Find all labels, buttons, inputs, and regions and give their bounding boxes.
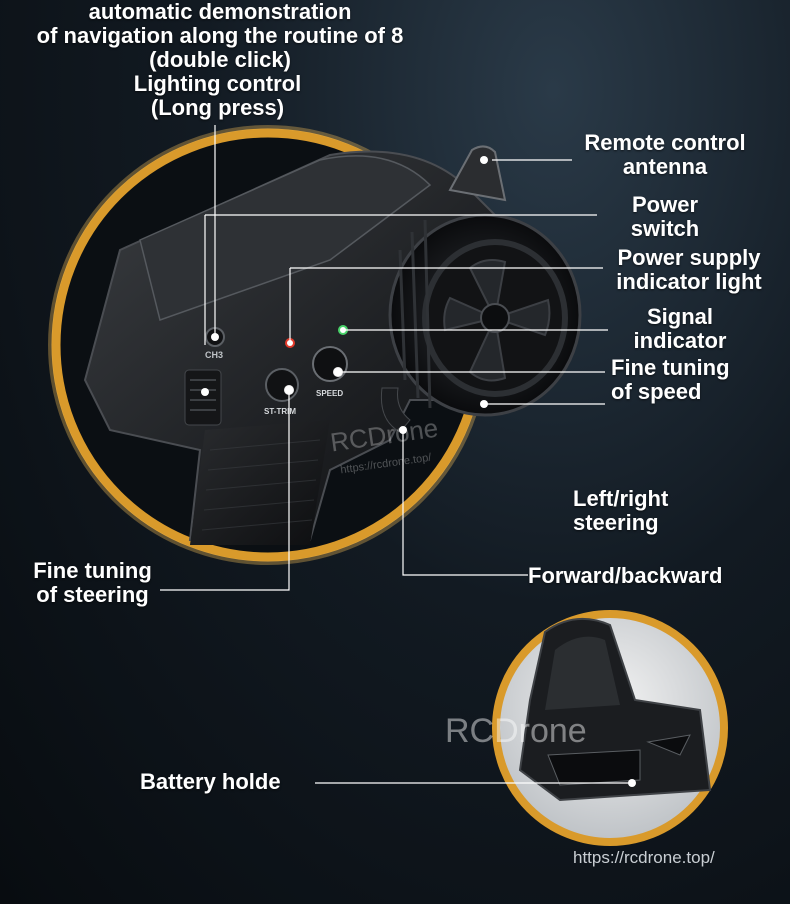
st-trim-knob [265,368,299,402]
label-antenna-line1: Remote control [584,130,746,155]
label-auto-demo-line2: of navigation along the routine of 8 [36,23,404,48]
label-speed-line2: of speed [611,379,702,404]
source-url: https://rcdrone.top/ [573,848,715,867]
label-speed-line1: Fine tuning [611,355,730,380]
label-left-right-steering: Left/right steering [573,487,733,535]
label-fine-steer-line1: Fine tuning [33,558,152,583]
controller-top [139,155,432,321]
antenna-shape [448,145,507,202]
label-power-line1: Power [631,192,699,217]
label-fine-steer-line2: of steering [36,582,149,607]
label-battery-holder: Battery holde [140,769,281,794]
label-signal-line2: indicator [633,328,727,353]
label-auto-demo-line3: (double click) [149,47,291,72]
label-antenna-line2: antenna [622,154,708,179]
speed-label: SPEED [316,389,343,398]
label-signal-line1: Signal [646,304,713,329]
st-trim-label: ST-TRIM [264,407,296,416]
label-speed-tuning: Fine tuning of speed [611,356,781,404]
label-signal-indicator: Signal indicator [610,305,750,353]
label-steering-lr-line2: steering [573,510,659,535]
label-lighting-line2: (Long press) [150,95,285,120]
callout-dots [201,156,636,787]
label-power-supply-indicator: Power supply indicator light [600,246,778,294]
label-steering-tuning: Fine tuning of steering [20,559,165,607]
side-switch [184,369,222,426]
label-power-line2: switch [630,216,700,241]
speed-knob [312,346,348,382]
controller-grip [190,420,330,545]
label-antenna: Remote control antenna [565,131,765,179]
label-auto-demo-line1: automatic demonstration [88,0,352,24]
label-steering-lr-line1: Left/right [573,486,669,511]
inset-gold-ring [492,610,728,846]
label-supply-line1: Power supply [617,245,761,270]
label-power-switch: Power switch [600,193,730,241]
label-forward-backward: Forward/backward [528,563,723,588]
label-lighting-control: Lighting control (Long press) [115,72,320,120]
callout-lines [160,125,630,784]
label-auto-demo: automatic demonstration of navigation al… [20,0,420,72]
ch3-label: CH3 [205,350,223,360]
label-lighting-line1: Lighting control [133,71,302,96]
brand-watermark-inset: RCDrone [445,712,587,750]
trigger-shape [380,387,411,433]
label-supply-line2: indicator light [616,269,762,294]
